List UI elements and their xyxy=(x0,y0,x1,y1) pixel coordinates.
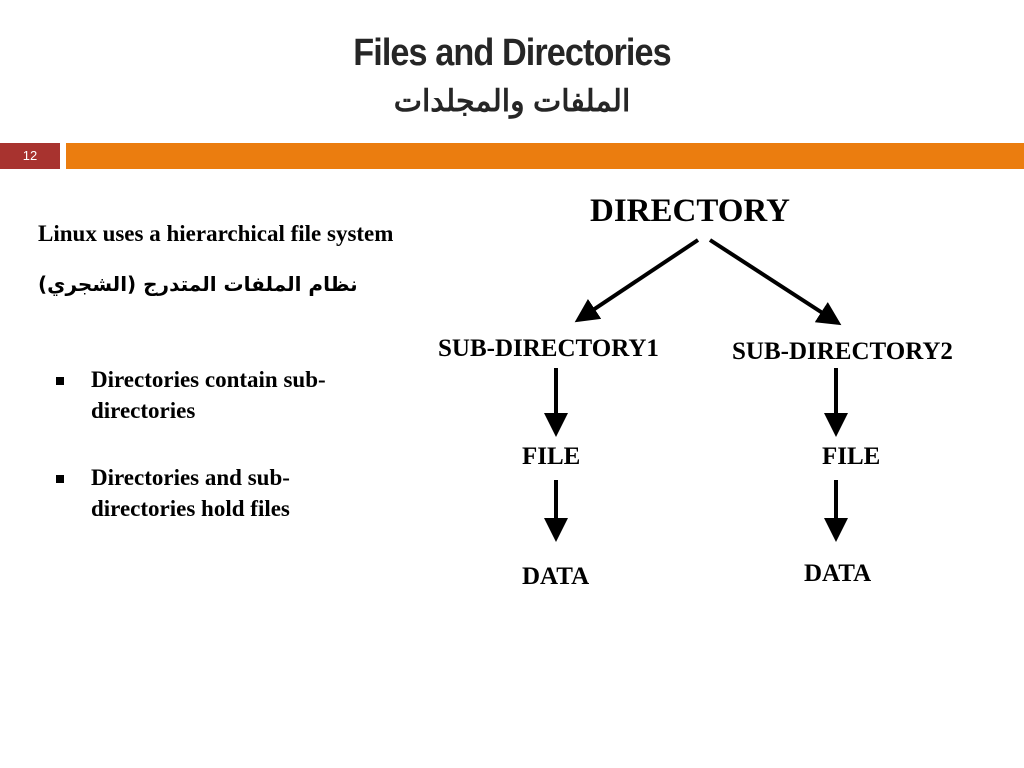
node-file-1: FILE xyxy=(522,443,581,470)
bullet-square-icon xyxy=(56,377,64,385)
node-data-1: DATA xyxy=(522,563,590,590)
intro-text: Linux uses a hierarchical file system xyxy=(38,221,394,246)
node-data-2: DATA xyxy=(804,560,872,587)
node-sub-directory-2: SUB-DIRECTORY2 xyxy=(732,338,953,365)
bullet-item: Directories contain sub-directories xyxy=(50,364,380,426)
node-directory: DIRECTORY xyxy=(590,193,790,229)
intro-text-arabic: نظام الملفات المتدرج (الشجري) xyxy=(38,272,358,296)
bullet-text: Directories contain sub-directories xyxy=(91,367,326,423)
slide-title: Files and Directories xyxy=(353,32,671,74)
bullet-square-icon xyxy=(56,475,64,483)
bullet-text: Directories and sub-directories hold fil… xyxy=(91,465,290,521)
slide-number: 12 xyxy=(0,143,60,169)
bullet-item: Directories and sub-directories hold fil… xyxy=(50,462,380,524)
slide-title-arabic: الملفات والمجلدات xyxy=(393,85,631,118)
node-sub-directory-1: SUB-DIRECTORY1 xyxy=(438,335,659,362)
node-file-2: FILE xyxy=(822,443,881,470)
arrow-root-to-sub2 xyxy=(708,238,842,326)
header-band xyxy=(66,143,1024,169)
arrow-root-to-sub1 xyxy=(574,238,700,323)
bullet-list: Directories contain sub-directories Dire… xyxy=(50,364,380,560)
